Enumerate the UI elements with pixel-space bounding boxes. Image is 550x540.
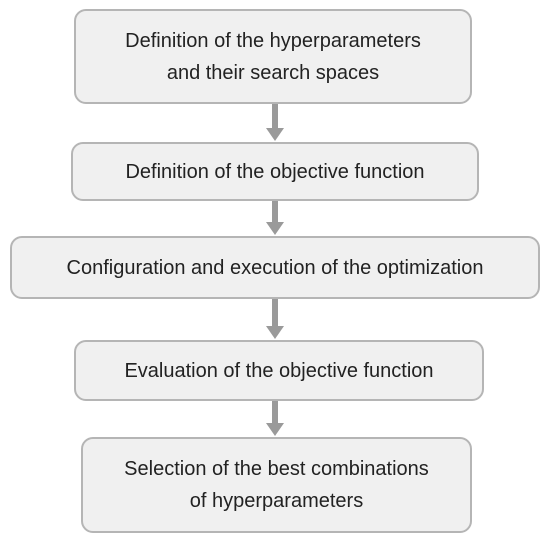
down-arrow-icon <box>266 201 284 236</box>
step-label: Evaluation of the objective function <box>124 359 434 382</box>
down-arrow-icon <box>266 104 284 142</box>
step-define-objective-box: Definition of the objective function <box>71 142 479 201</box>
step-label: Definition of the objective function <box>125 160 425 183</box>
step-configure-optimization-box: Configuration and execution of the optim… <box>10 236 540 299</box>
step-define-hyperparameters-box: Definition of the hyperparameters and th… <box>74 9 472 104</box>
step-label: Configuration and execution of the optim… <box>66 256 484 279</box>
down-arrow-icon <box>266 299 284 340</box>
step-select-best-box: Selection of the best combinations of hy… <box>81 437 472 533</box>
step-label: Selection of the best combinations of hy… <box>124 458 429 512</box>
step-evaluate-objective-box: Evaluation of the objective function <box>74 340 484 401</box>
step-label: Definition of the hyperparameters and th… <box>125 29 421 84</box>
down-arrow-icon <box>266 401 284 437</box>
